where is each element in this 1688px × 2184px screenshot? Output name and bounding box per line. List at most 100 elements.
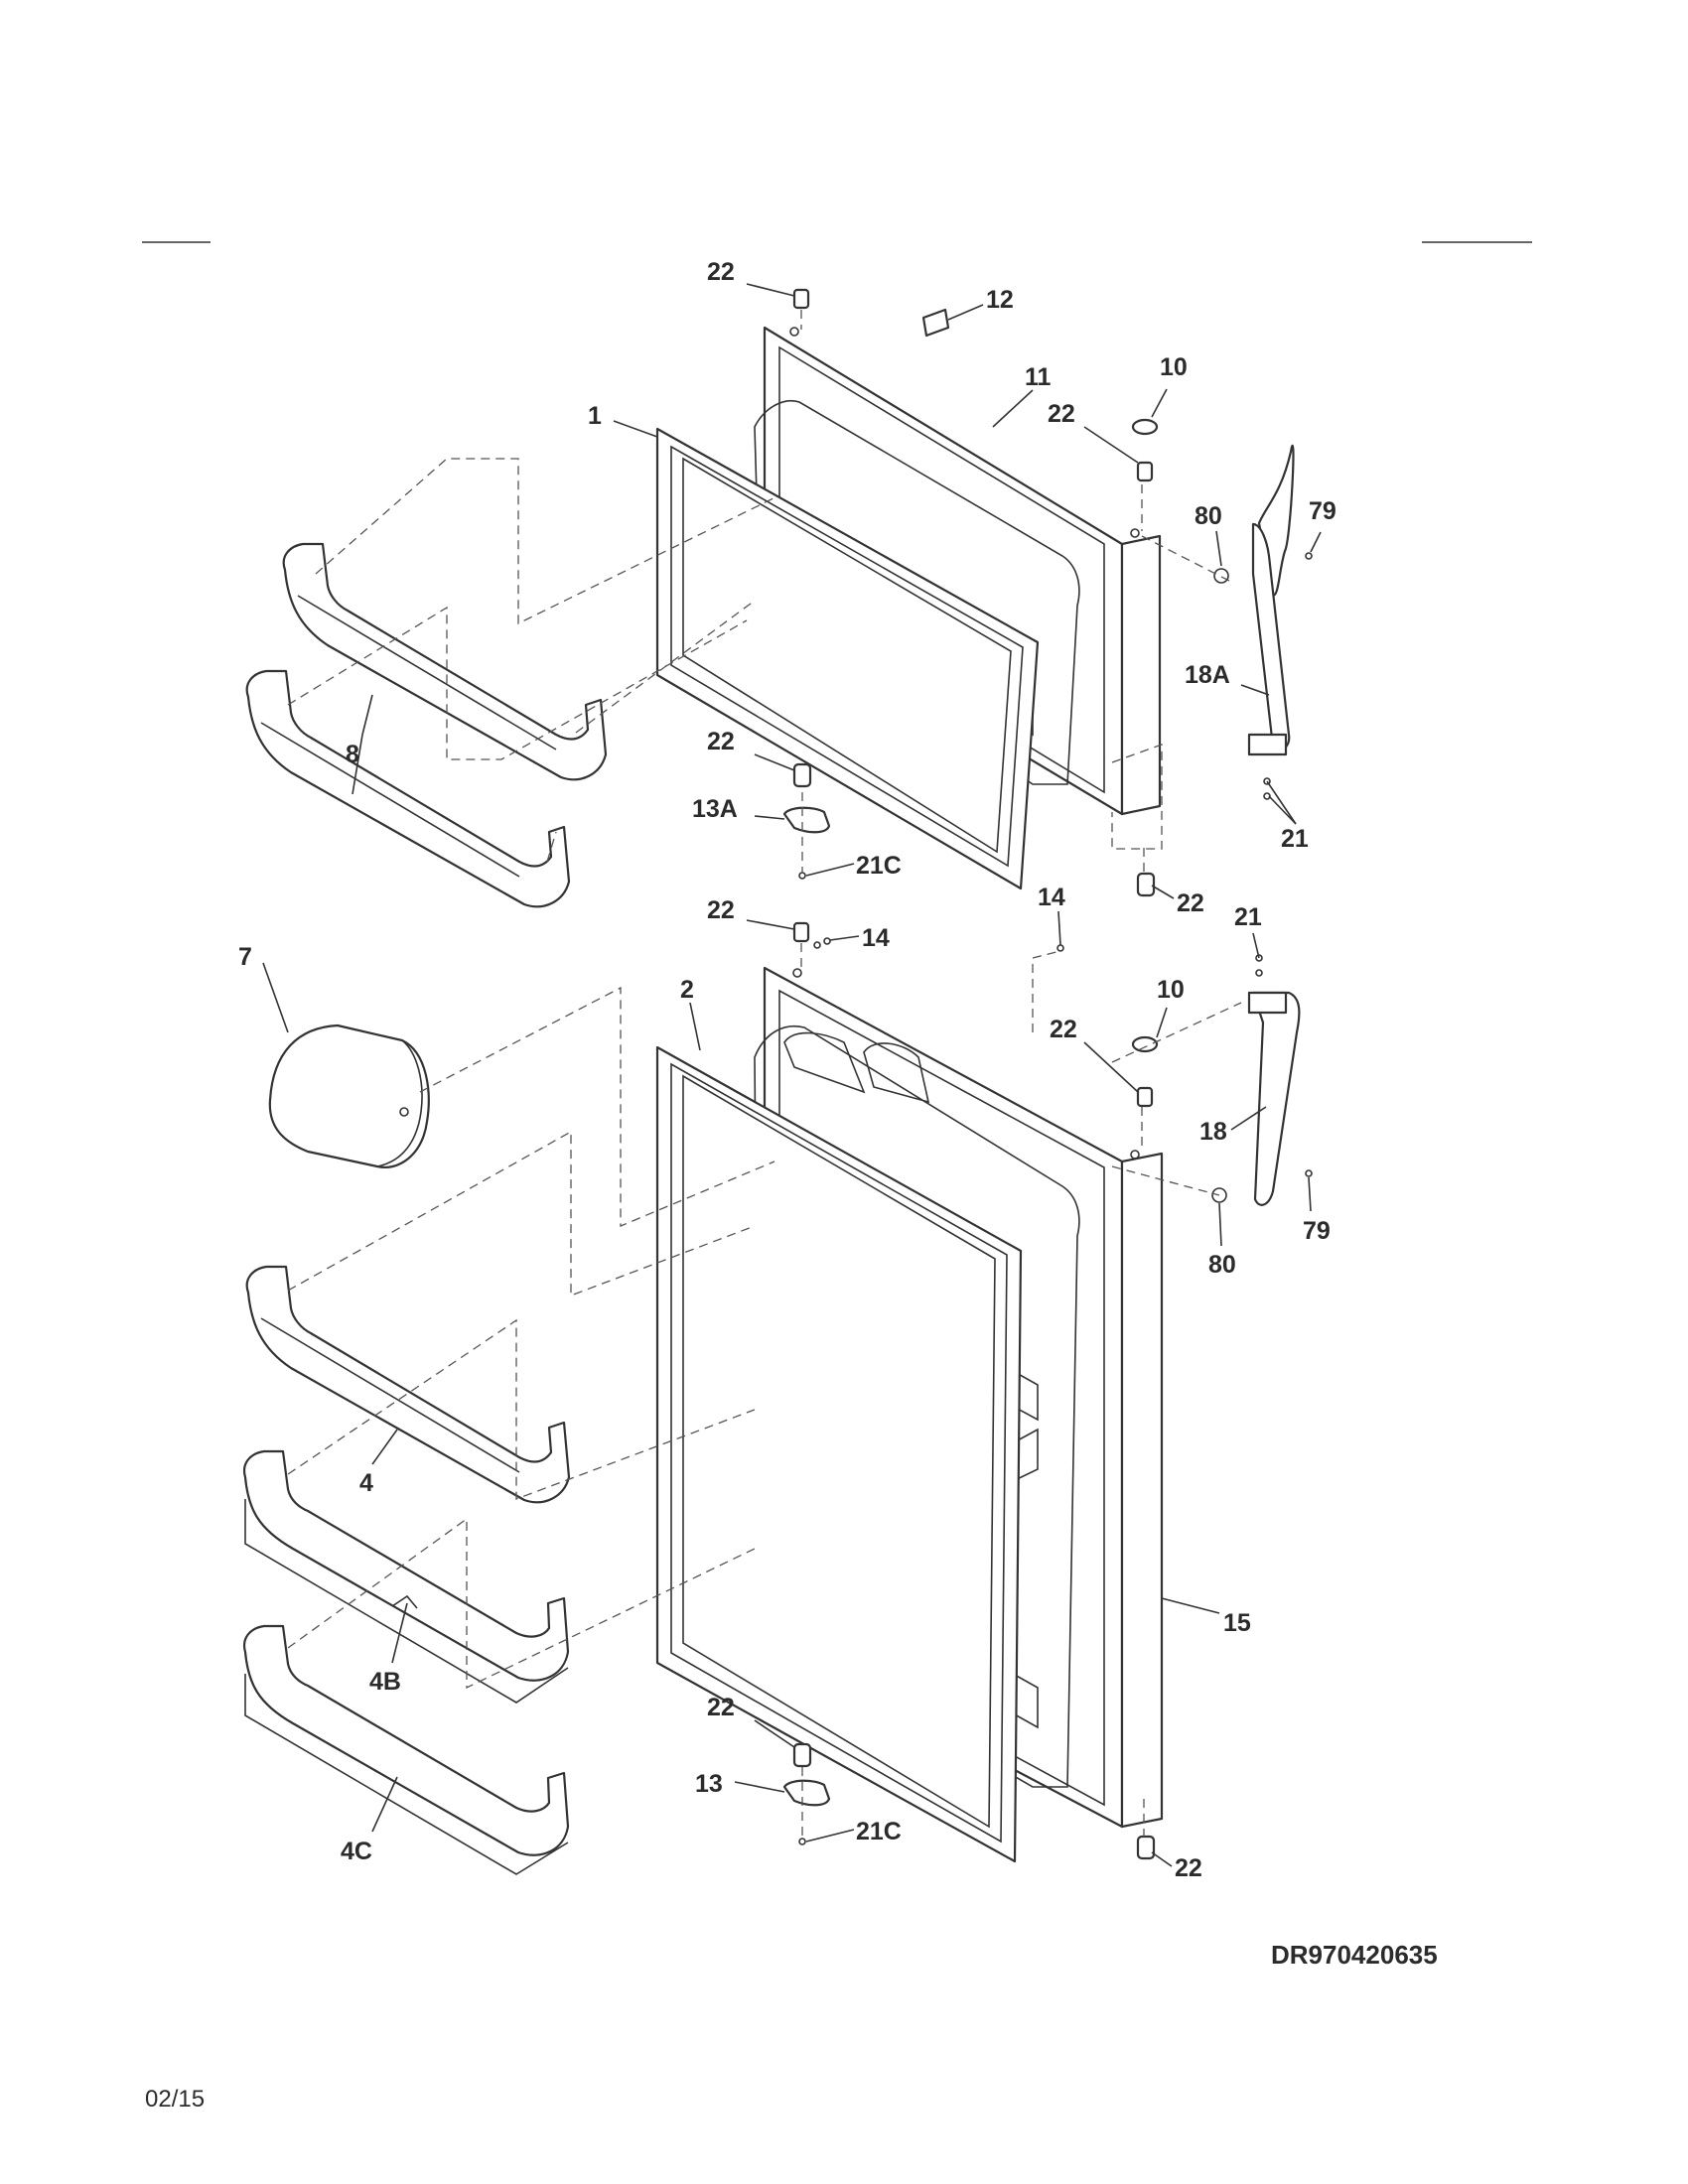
fresh-food-gasket-inner xyxy=(670,1062,1008,1843)
fresh-food-handle-bar xyxy=(1251,991,1301,1206)
fresh-food-hinge-hole-top xyxy=(792,968,802,978)
callout-22: 22 xyxy=(707,728,735,755)
callout-14: 14 xyxy=(1038,884,1065,911)
callout-10: 10 xyxy=(1157,976,1185,1004)
fresh-food-handle-screw-80 xyxy=(1211,1187,1227,1203)
freezer-hinge-hole-right xyxy=(1130,528,1140,538)
screw-14-right xyxy=(1056,944,1064,952)
diagram-reference-code: DR970420635 xyxy=(1271,1940,1438,1970)
freezer-shelf-bar-upper-top xyxy=(297,595,557,751)
hinge-screw-upper-right xyxy=(1136,461,1154,482)
freezer-door-edge xyxy=(1120,534,1162,816)
hardware xyxy=(782,288,1159,1860)
fresh-food-door-liner xyxy=(754,1025,1080,1788)
freezer-shelf-bar-lower xyxy=(245,669,571,908)
shelf-bin-4b-tab xyxy=(391,1594,418,1609)
freezer-door-gasket xyxy=(655,427,1040,890)
revision-date: 02/15 xyxy=(145,2086,205,2113)
callout-79: 79 xyxy=(1309,497,1336,525)
callout-12: 12 xyxy=(986,286,1014,314)
hinge-bracket-13a xyxy=(782,806,831,834)
freezer-door-assembly xyxy=(655,326,1162,890)
hinge-pin-lower-bottom xyxy=(1136,1835,1156,1860)
screw-14-left-b xyxy=(823,937,831,945)
callout-18a: 18A xyxy=(1185,661,1230,689)
callout-80: 80 xyxy=(1208,1251,1236,1279)
hole-plug-lower xyxy=(1131,1035,1159,1053)
freezer-handle-screw-79 xyxy=(1305,552,1313,560)
fresh-food-handle-screw-79 xyxy=(1305,1169,1313,1177)
callout-labels: 22 12 11 10 22 1 80 79 18A 8 22 13A 21C … xyxy=(238,258,1336,1882)
fresh-food-dairy-compartment xyxy=(783,1031,866,1094)
callout-21c: 21C xyxy=(856,1818,902,1845)
hinge-screw-lower-right xyxy=(1136,1086,1154,1108)
freezer-shelf-bar-lower-top xyxy=(260,722,520,878)
callout-18: 18 xyxy=(1199,1118,1227,1146)
callout-13: 13 xyxy=(695,1770,723,1798)
callout-13a: 13A xyxy=(692,795,738,823)
freezer-hinge-hole-top xyxy=(789,327,799,337)
freezer-handle-screw-80 xyxy=(1213,568,1229,584)
callout-22: 22 xyxy=(1177,889,1204,917)
fresh-food-handle-screw-21b xyxy=(1255,969,1263,977)
fresh-food-door-gasket xyxy=(655,1045,1023,1863)
hole-plug-upper xyxy=(1131,418,1159,436)
callout-22: 22 xyxy=(1048,400,1075,428)
shelf-bar-4 xyxy=(245,1265,571,1504)
callout-1: 1 xyxy=(588,402,602,430)
callout-10: 10 xyxy=(1160,353,1188,381)
callout-21: 21 xyxy=(1234,903,1262,931)
callout-21: 21 xyxy=(1281,825,1309,853)
dairy-container-body xyxy=(268,1024,430,1168)
callout-22: 22 xyxy=(707,896,735,924)
callout-21c: 21C xyxy=(856,852,902,880)
screw-21c-lower xyxy=(798,1838,806,1845)
callout-80: 80 xyxy=(1195,502,1222,530)
hinge-pin-lower xyxy=(792,1742,812,1768)
hinge-bracket-13 xyxy=(782,1779,831,1807)
freezer-handle-mount xyxy=(1247,733,1288,756)
fresh-food-door-assembly xyxy=(655,966,1164,1863)
callout-22: 22 xyxy=(707,1694,735,1721)
hinge-pin-upper-bottom xyxy=(1136,872,1156,897)
callout-8: 8 xyxy=(346,741,359,768)
dairy-container-knob xyxy=(399,1107,409,1117)
hinge-screw-lower-top xyxy=(792,921,810,943)
freezer-gasket-inner-2 xyxy=(682,457,1012,854)
hinge-pin-upper xyxy=(792,762,812,788)
assembly-lines xyxy=(287,310,1242,1842)
freezer-shelf-bar-upper xyxy=(282,542,608,781)
callout-22: 22 xyxy=(1175,1854,1202,1882)
freezer-handle-assembly xyxy=(1213,444,1313,800)
hinge-screw-top xyxy=(792,288,810,310)
dairy-container xyxy=(268,1024,430,1168)
callout-79: 79 xyxy=(1303,1217,1331,1245)
fresh-food-door-edge xyxy=(1120,1152,1164,1829)
screw-14-left xyxy=(813,941,821,949)
fresh-food-handle-assembly xyxy=(1211,954,1313,1206)
freezer-door-liner xyxy=(754,400,1080,785)
callout-11: 11 xyxy=(1025,363,1052,391)
callout-15: 15 xyxy=(1223,1609,1251,1637)
fresh-food-handle-mount xyxy=(1247,991,1288,1015)
freezer-shelf-bars xyxy=(245,542,608,908)
shelf-bar-4-top xyxy=(260,1317,520,1473)
freezer-gasket-inner xyxy=(670,445,1024,868)
callout-2: 2 xyxy=(680,976,694,1004)
fresh-food-gasket-inner-2 xyxy=(682,1074,996,1829)
shelf-bin-4c-front xyxy=(244,1674,569,1875)
fresh-food-hinge-hole-right xyxy=(1130,1150,1140,1160)
door-stop-12 xyxy=(921,308,950,338)
dairy-container-lid-edge xyxy=(376,1039,423,1167)
callout-7: 7 xyxy=(238,943,252,971)
callout-4: 4 xyxy=(359,1469,373,1497)
callout-22: 22 xyxy=(707,258,735,286)
callout-14: 14 xyxy=(862,924,890,952)
shelf-bin-4b xyxy=(242,1449,570,1682)
callout-4c: 4C xyxy=(341,1838,372,1865)
leader-lines xyxy=(262,283,1322,1867)
callout-4b: 4B xyxy=(369,1668,401,1696)
shelf-bin-4c xyxy=(242,1624,570,1856)
shelf-bin-4b-front xyxy=(244,1499,569,1704)
